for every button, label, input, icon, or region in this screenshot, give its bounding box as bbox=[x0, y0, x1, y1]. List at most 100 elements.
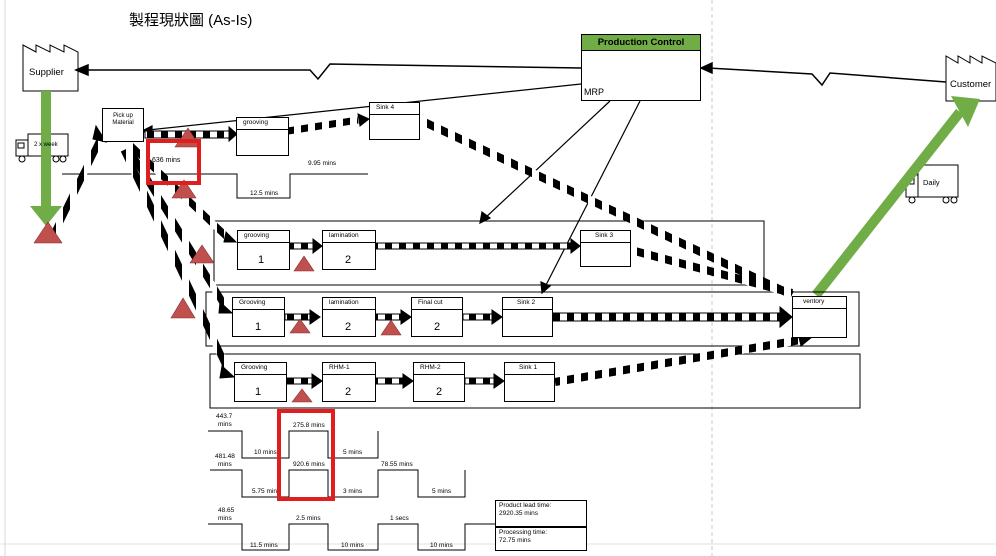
top-timeline-line bbox=[62, 173, 368, 199]
row1-frame bbox=[213, 220, 765, 286]
timeline1-lead-unit: mins bbox=[218, 421, 232, 428]
process-label: Sink 4 bbox=[370, 103, 419, 115]
supplier-delivery-frequency: 2 x week bbox=[34, 142, 58, 148]
inventory-triangle-pickup-2 bbox=[189, 244, 215, 264]
customer-truck-icon bbox=[905, 164, 959, 204]
inventory-triangle-row2-b bbox=[380, 319, 402, 336]
inventory-box: ventory bbox=[792, 296, 847, 338]
process-box-final-cut: Final cut 2 bbox=[411, 297, 463, 337]
inventory-triangle-pickup-3 bbox=[170, 297, 196, 319]
process-label: Final cut bbox=[412, 298, 462, 310]
timeline2-time-2: 3 mins bbox=[343, 488, 363, 495]
processing-time-value: 72.75 mins bbox=[499, 537, 531, 544]
process-label: Sink 3 bbox=[581, 231, 630, 243]
inventory-triangles bbox=[33, 127, 402, 403]
inventory-triangle-row2-a bbox=[289, 318, 311, 334]
processing-time-summary-box: Processing time: 72.75 mins bbox=[495, 527, 587, 551]
inventory-label: ventory bbox=[793, 297, 846, 309]
process-label: lamination bbox=[323, 231, 375, 243]
pickup-label-line1: Pick up bbox=[113, 113, 133, 119]
process-label: lamination bbox=[323, 298, 375, 310]
process-box-sink-2: Sink 2 bbox=[502, 297, 553, 337]
process-label: Grooving bbox=[235, 363, 286, 375]
process-box-rhm-2: RHM-2 2 bbox=[413, 362, 465, 402]
timeline3-time-1: 11.5 mins bbox=[250, 542, 278, 549]
customer-delivery-frequency: Daily bbox=[923, 178, 940, 187]
process-label: grooving bbox=[238, 231, 289, 243]
timeline3-lead-unit: mins bbox=[218, 515, 232, 522]
timeline1-line bbox=[208, 430, 379, 459]
pickup-material-box: Pick up Material bbox=[102, 108, 144, 142]
timeline3-time-3: 1 secs bbox=[390, 515, 409, 522]
timeline2-lead-value: 481.48 bbox=[215, 453, 235, 460]
process-box-row3-grooving: Grooving 1 bbox=[234, 362, 287, 402]
process-label: Sink 2 bbox=[503, 298, 552, 310]
production-control-box: Production Control MRP bbox=[581, 34, 701, 101]
process-time-12-5: 12.5 mins bbox=[250, 190, 279, 197]
info-flow-mrp-to-supplier bbox=[74, 63, 582, 81]
process-label: RHM-2 bbox=[414, 363, 464, 375]
inventory-triangle-pickup-1 bbox=[171, 179, 197, 199]
process-box-rhm-1: RHM-1 2 bbox=[322, 362, 376, 402]
inventory-triangle-row1 bbox=[293, 255, 315, 272]
timeline3-mid-time: 2.5 mins bbox=[296, 515, 321, 522]
operator-count: 1 bbox=[255, 321, 262, 333]
operator-count: 2 bbox=[436, 386, 443, 398]
operator-count: 2 bbox=[345, 254, 352, 266]
timeline1-time-2: 5 mins bbox=[343, 449, 363, 456]
timeline1-time-1: 10 mins bbox=[254, 449, 277, 456]
timeline1-lead-value: 443.7 bbox=[216, 413, 233, 420]
supplier-factory-icon bbox=[22, 44, 79, 92]
process-box-row1-lamination: lamination 2 bbox=[322, 230, 376, 270]
timeline1-mid-time: 275.8 mins bbox=[293, 422, 325, 429]
timeline2-time-3: 78.55 mins bbox=[381, 461, 413, 468]
wait-time-636: 636 mins bbox=[152, 157, 181, 164]
process-label: grooving bbox=[237, 118, 288, 130]
timeline2-lead-unit: mins bbox=[218, 461, 232, 468]
inventory-triangle-supplier bbox=[33, 221, 63, 244]
process-box-sink-1: Sink 1 bbox=[504, 362, 555, 402]
lead-time-summary-box: Product lead time: 2920.35 mins bbox=[495, 500, 587, 527]
process-box-top-grooving: grooving bbox=[236, 117, 289, 156]
operator-count: 1 bbox=[258, 254, 265, 266]
highlight-box-wait-time bbox=[146, 139, 201, 185]
timeline3-time-2: 10 mins bbox=[341, 542, 364, 549]
green-shipment-arrow-supplier bbox=[30, 91, 62, 226]
timeline3-line bbox=[208, 523, 495, 551]
process-box-row1-grooving: grooving 1 bbox=[237, 230, 290, 270]
timeline2-time-4: 5 mins bbox=[432, 488, 452, 495]
mrp-label: MRP bbox=[584, 87, 604, 97]
green-shipment-arrow-customer bbox=[812, 96, 980, 299]
row3-frame bbox=[209, 353, 861, 409]
customer-factory-icon bbox=[945, 55, 996, 102]
operator-count: 2 bbox=[434, 321, 441, 333]
process-box-row2-grooving: Grooving 1 bbox=[232, 297, 285, 337]
operator-count: 1 bbox=[255, 386, 262, 398]
timeline3-time-4: 10 mins bbox=[430, 542, 453, 549]
customer-label: Customer bbox=[950, 79, 992, 90]
process-label: Grooving bbox=[233, 298, 284, 310]
process-box-sink-3: Sink 3 bbox=[580, 230, 631, 267]
processing-time-label: Processing time: bbox=[499, 529, 548, 536]
operator-count: 2 bbox=[345, 321, 352, 333]
supplier-truck-icon bbox=[15, 133, 69, 163]
supplier-label: Supplier bbox=[29, 67, 64, 78]
process-label: Sink 1 bbox=[505, 363, 554, 375]
push-arrows bbox=[48, 113, 814, 389]
operator-count: 2 bbox=[345, 386, 352, 398]
process-label: RHM-1 bbox=[323, 363, 375, 375]
timeline3-lead-value: 48.65 bbox=[218, 507, 235, 514]
lead-time-value: 2920.35 mins bbox=[499, 510, 539, 517]
process-box-row2-lamination: lamination 2 bbox=[322, 297, 376, 337]
production-control-header: Production Control bbox=[582, 35, 700, 51]
timeline2-line bbox=[210, 469, 466, 498]
page-title: 製程現狀圖 (As-Is) bbox=[129, 12, 253, 29]
process-time-9-95: 9.95 mins bbox=[308, 160, 337, 167]
highlight-box-timeline bbox=[277, 409, 335, 501]
process-box-sink-4: Sink 4 bbox=[369, 102, 420, 140]
pickup-label-line2: Material bbox=[112, 120, 134, 126]
timeline2-time-1: 5.75 mins bbox=[252, 488, 281, 495]
info-flow-customer-to-mrp bbox=[699, 61, 947, 87]
